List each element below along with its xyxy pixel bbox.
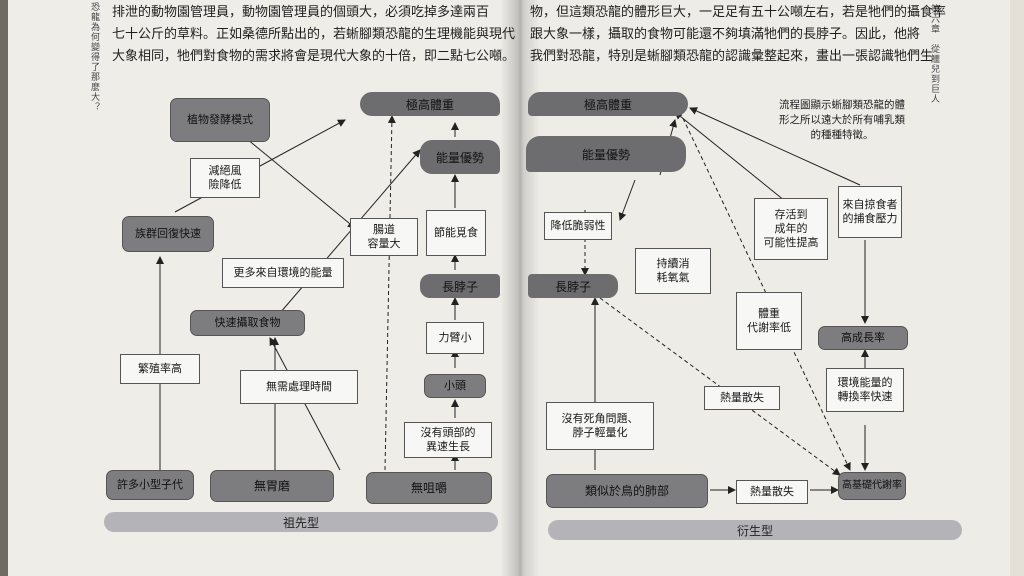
- left-running-head: 恐龍為何變得了那麼大？: [89, 2, 99, 112]
- left-extreme-size-node: 極高體重: [360, 92, 500, 116]
- right-text-line-1: 物，但這類恐龍的體形巨大，一足足有五十公噸左右，若是牠們的攝食率: [530, 5, 947, 20]
- figure-caption: 流程圖顯示蜥腳類恐龍的體 形之所以遠大於所有哺乳類 的種種特徵。: [779, 99, 905, 141]
- fast-intake-node: 快速攝取食物: [190, 310, 305, 336]
- left-text-line-3: 大象相同，牠們對食物的需求將會是現代大象的十倍，即二點七公噸。: [112, 49, 516, 64]
- lower-vulnerability-node: 降低脆弱性: [544, 212, 612, 240]
- heat-loss-node-1: 熱量散失: [704, 386, 780, 410]
- no-gizzard-node: 無胃磨: [210, 470, 334, 502]
- right-text-line-3: 我們對恐龍，特別是蜥腳類恐龍的認識彙整起來，畫出一張認識牠們生: [530, 49, 934, 64]
- small-head-node: 小頭: [424, 374, 486, 398]
- small-moment-arm-node: 力臂小: [426, 322, 484, 354]
- left-energy-advantage-node: 能量優勢: [420, 140, 500, 174]
- high-growth-rate-node: 高成長率: [818, 326, 908, 350]
- energy-conversion-node: 環境能量的 轉換率快速: [826, 368, 904, 412]
- no-chewing-node: 無咀嚼: [366, 472, 492, 504]
- low-mass-specific-metabolism-node: 體重 代謝率低: [736, 292, 802, 350]
- book-edge: [1010, 0, 1024, 576]
- heat-loss-node-2: 熱量散失: [736, 480, 808, 504]
- no-dead-space-node: 沒有死角問題、 脖子輕量化: [546, 402, 654, 450]
- no-processing-time-node: 無需處理時間: [240, 370, 358, 404]
- right-long-neck-node: 長脖子: [528, 274, 618, 298]
- plant-fermentation-node: 植物發酵模式: [170, 98, 270, 142]
- many-small-offspring-node: 許多小型子代: [106, 470, 194, 500]
- bird-like-lungs-node: 類似於鳥的肺部: [546, 474, 708, 508]
- left-text-line-1: 排泄的動物園管理員，動物園管理員的個頭大，必須吃掉多達兩百: [112, 5, 490, 20]
- right-energy-advantage-node: 能量優勢: [526, 136, 686, 172]
- left-long-neck-node: 長脖子: [420, 274, 500, 298]
- left-text-line-2: 七十公斤的草料。正如桑德所點出的，若蜥腳類恐龍的生理機能與現代: [112, 27, 516, 42]
- extinction-risk-node: 減絕風 險降低: [190, 158, 260, 198]
- sustained-oxygen-node: 持續消 耗氧氣: [635, 248, 711, 294]
- right-text-line-2: 跟大象一樣，攝取的食物可能還不夠填滿牠們的長脖子。因此，他將: [530, 27, 921, 42]
- survival-to-adulthood-node: 存活到 成年的 可能性提高: [754, 198, 828, 260]
- population-recovery-node: 族群回復快速: [122, 216, 214, 252]
- ancestral-type-label: 祖先型: [104, 512, 498, 532]
- predation-pressure-node: 來自掠食者 的捕食壓力: [838, 186, 902, 238]
- energy-saving-feeding-node: 節能覓食: [426, 210, 486, 256]
- gut-capacity-node: 腸道 容量大: [350, 218, 418, 256]
- high-basal-metabolic-rate-node: 高基礎代謝率: [838, 472, 906, 500]
- derived-type-label: 衍生型: [548, 520, 962, 540]
- right-running-head: 第六章 從鱷兒到巨人: [929, 4, 939, 104]
- head-allometry-node: 沒有頭部的 異速生長: [404, 422, 492, 458]
- more-environmental-energy-node: 更多來自環境的能量: [222, 258, 344, 288]
- right-extreme-size-node: 極高體重: [528, 92, 688, 116]
- high-reproduction-node: 繁殖率高: [120, 354, 200, 384]
